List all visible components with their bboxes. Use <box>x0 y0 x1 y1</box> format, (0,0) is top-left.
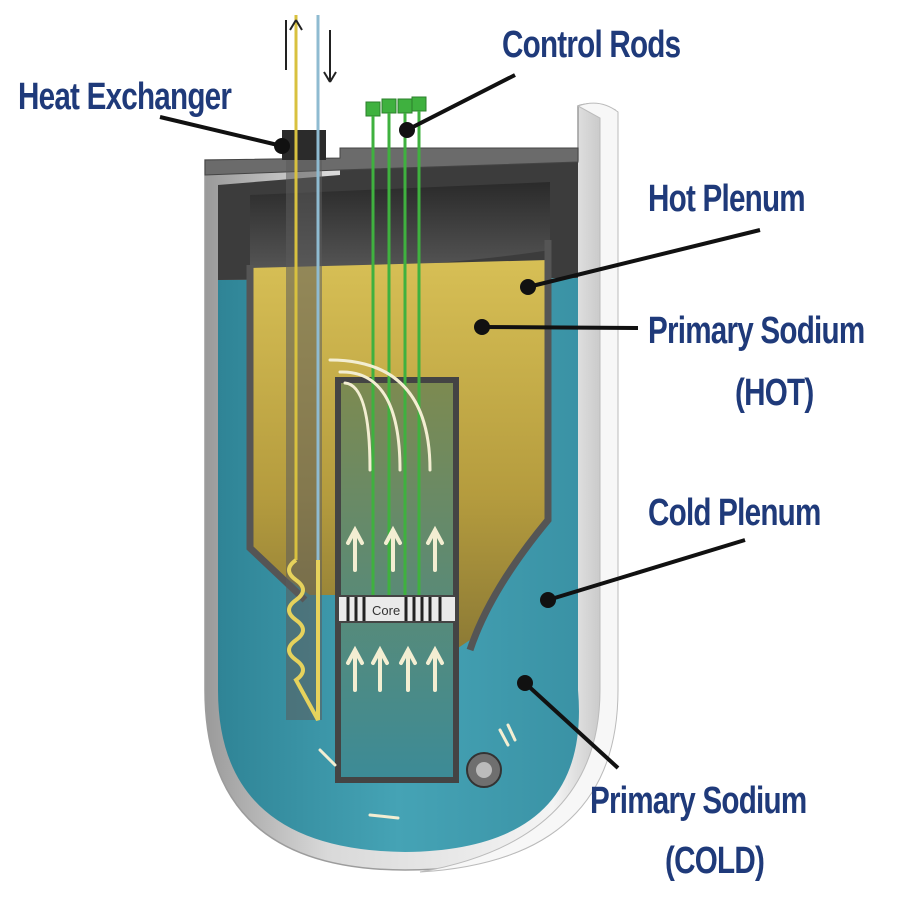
core-label: Core <box>372 603 400 618</box>
label-primary-sodium-hot-qualifier: (HOT) <box>735 372 814 414</box>
label-cold-plenum: Cold Plenum <box>648 492 821 534</box>
label-primary-sodium-cold-qualifier: (COLD) <box>665 840 765 882</box>
label-heat-exchanger: Heat Exchanger <box>18 76 232 118</box>
flow-arrows <box>318 358 517 820</box>
control-rods <box>365 96 427 595</box>
label-control-rods: Control Rods <box>502 24 681 66</box>
label-primary-sodium-hot: Primary Sodium <box>648 310 865 352</box>
core-barrel <box>335 377 459 783</box>
deck-dome <box>250 182 550 270</box>
pump <box>466 752 502 788</box>
label-primary-sodium-cold: Primary Sodium <box>590 780 807 822</box>
heat-exchanger <box>282 15 337 721</box>
leader-lines <box>159 73 761 770</box>
hot-plenum-pool <box>250 260 548 650</box>
label-hot-plenum: Hot Plenum <box>648 178 806 220</box>
leader-dots <box>274 122 556 691</box>
vessel-rim <box>419 102 619 873</box>
core-band: Core <box>337 595 457 623</box>
